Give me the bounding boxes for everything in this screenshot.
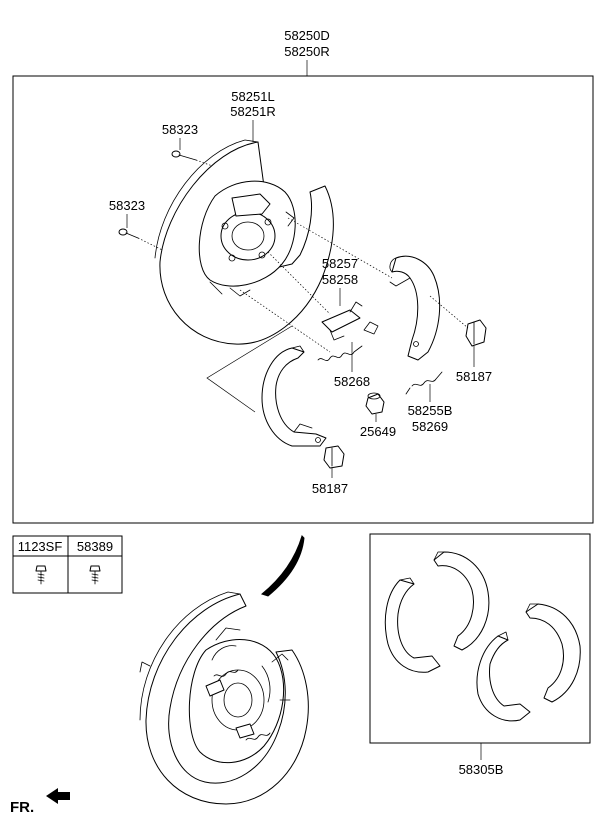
guide-line-strut [239, 289, 331, 353]
table-header-bolt: 1123SF [18, 539, 63, 554]
hold-down-pin-lower [118, 228, 139, 239]
return-spring [317, 321, 379, 361]
guide-bracket-lower [206, 325, 293, 413]
label-spring-a: 58257 [322, 256, 358, 271]
label-pin-upper: 58323 [162, 122, 198, 137]
table-header-screw: 58389 [77, 539, 113, 554]
label-backing-plate-r: 58251R [230, 104, 276, 119]
shoe-kit-frame [369, 533, 591, 744]
label-backing-plate-l: 58251L [231, 89, 274, 104]
hold-down-spring-set [321, 301, 363, 341]
lever-clip-upper [465, 319, 487, 347]
shoe-kit-illustration [384, 551, 581, 722]
label-lever-clip-lower: 58187 [312, 481, 348, 496]
guide-line-shoe-right [287, 217, 393, 279]
label-assembly-r: 58250R [284, 44, 330, 59]
assembly-frame [12, 75, 594, 524]
adjuster-spring [405, 371, 443, 395]
label-spring-b: 58258 [322, 272, 358, 287]
label-assembly-d: 58250D [284, 28, 330, 43]
assembled-brake-view [139, 591, 309, 805]
front-arrow-icon [46, 788, 70, 804]
guide-line-clip-upper [429, 295, 469, 329]
label-adjuster-b: 58269 [412, 419, 448, 434]
brake-shoe-right [389, 255, 441, 361]
front-direction-label: FR. [10, 799, 34, 816]
screw-icon [89, 565, 101, 585]
label-pin-lower: 58323 [109, 198, 145, 213]
guide-line-spring [267, 251, 331, 315]
parts-table: 1123SF 58389 [12, 535, 123, 594]
label-lever-clip: 58187 [456, 369, 492, 384]
lever-clip-lower [323, 445, 345, 469]
label-plug: 25649 [360, 424, 396, 439]
assembly-direction-arrow [260, 535, 305, 597]
backing-plate [154, 139, 334, 345]
adjuster-plug [365, 392, 385, 415]
brake-shoe-left [261, 345, 327, 447]
label-shoe-kit: 58305B [459, 762, 504, 777]
hold-down-pin-upper [171, 150, 197, 161]
bolt-icon [35, 565, 47, 585]
label-adjuster-a: 58255B [408, 403, 453, 418]
label-strut-spring: 58268 [334, 374, 370, 389]
